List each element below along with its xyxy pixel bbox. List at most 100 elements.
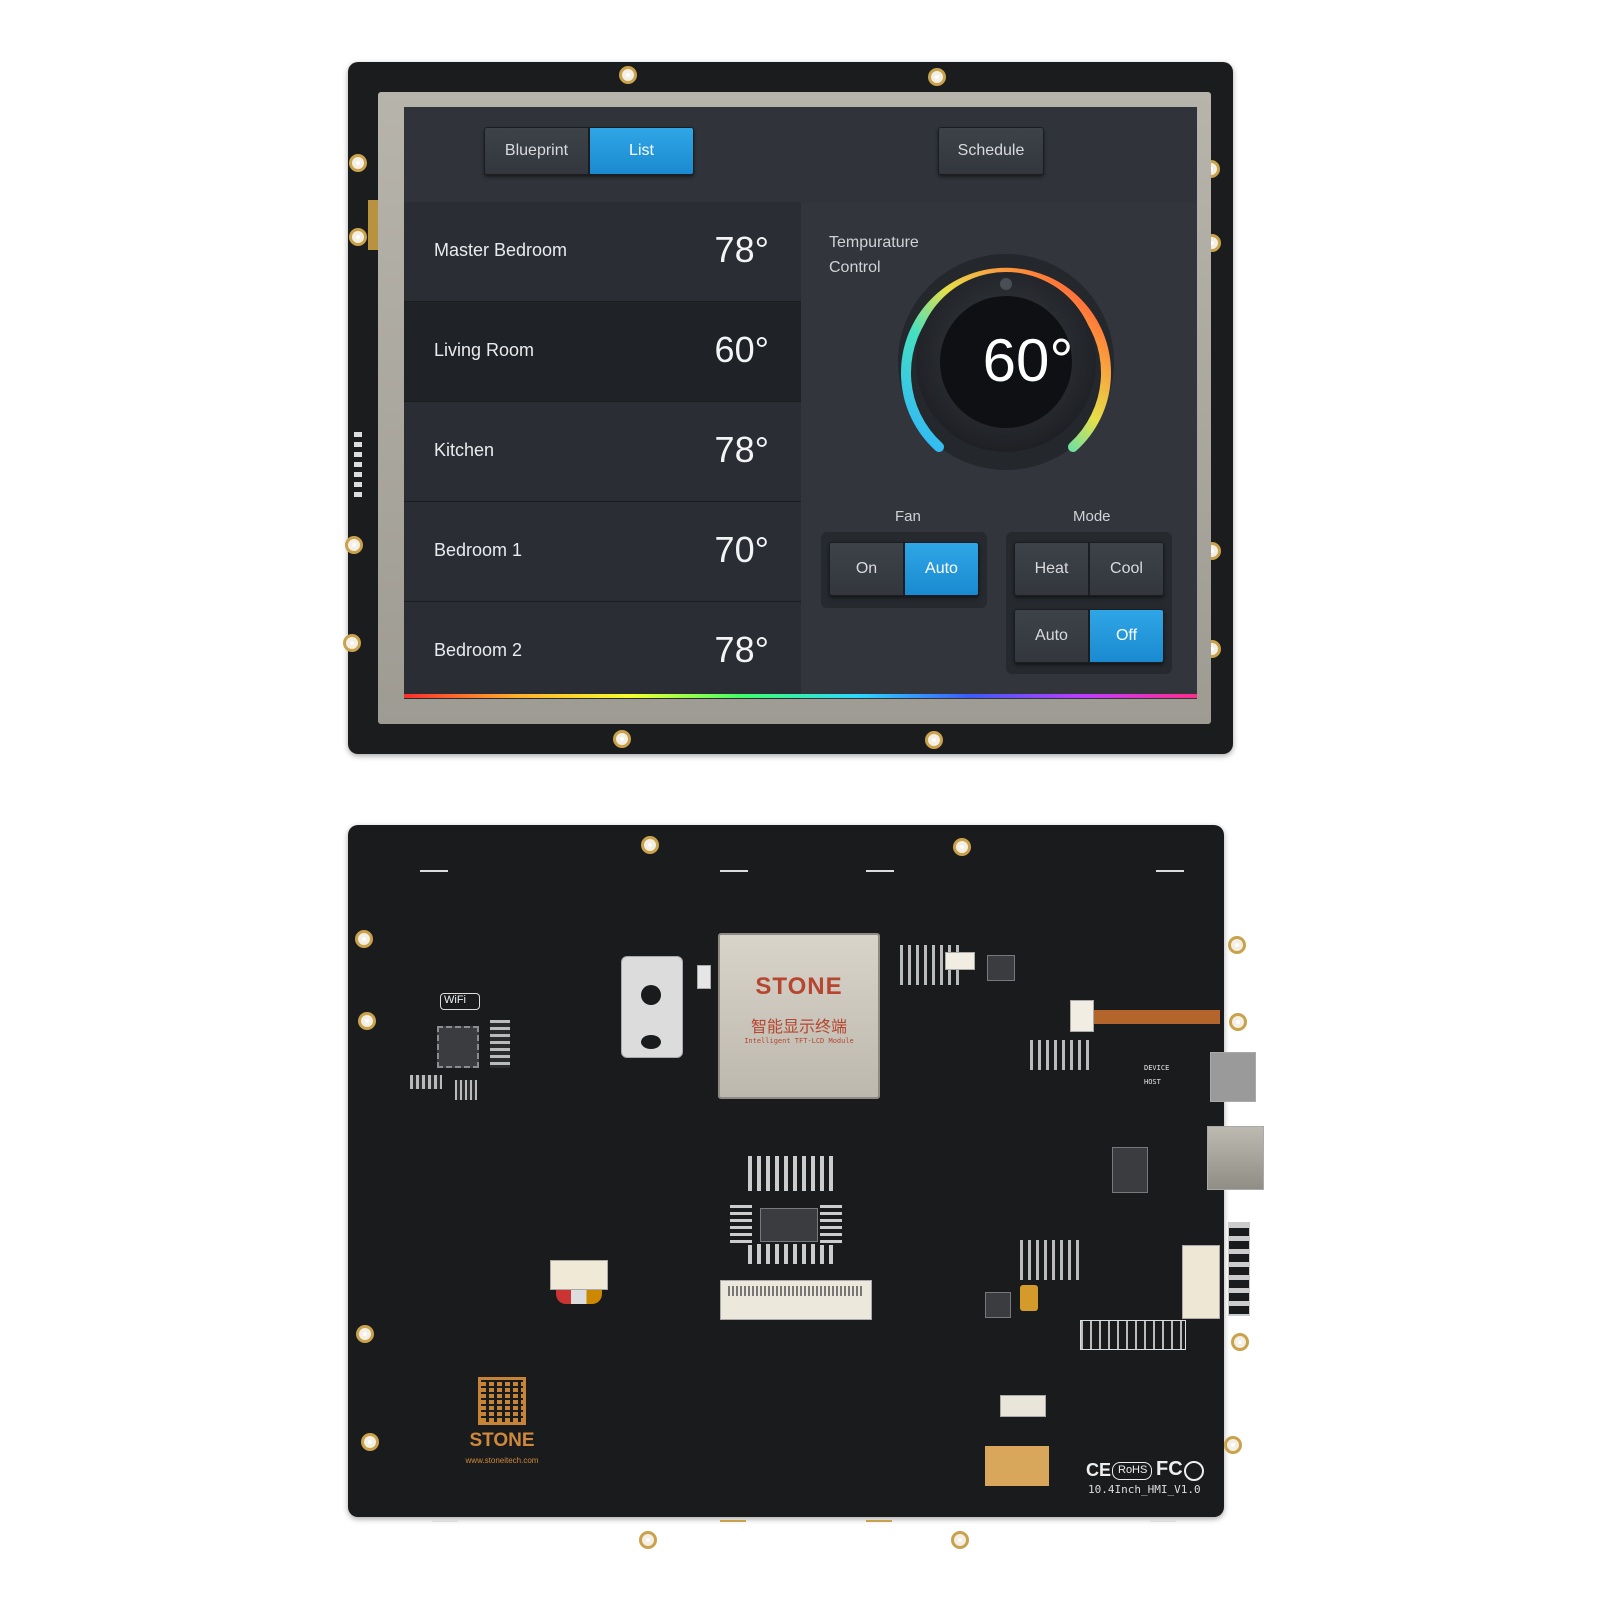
schedule-button[interactable]: Schedule bbox=[938, 127, 1044, 175]
chip-chinese-label: 智能显示终端 bbox=[750, 1017, 847, 1036]
mounting-hole-icon bbox=[361, 1433, 379, 1451]
smd-cluster bbox=[1080, 1320, 1186, 1350]
connector-wires bbox=[556, 1290, 602, 1304]
mode-cool-button[interactable]: Cool bbox=[1089, 542, 1164, 596]
room-temperature: 78° bbox=[714, 229, 769, 270]
usb-port bbox=[1210, 1052, 1256, 1102]
model-label: 10.4Inch_HMI_V1.0 bbox=[1088, 1483, 1201, 1496]
mounting-hole-icon bbox=[1231, 1333, 1249, 1351]
fpc-pins bbox=[728, 1286, 862, 1296]
test-header bbox=[1000, 1395, 1046, 1417]
dial-knob-inner bbox=[940, 296, 1072, 428]
corner-mark bbox=[1150, 1520, 1176, 1522]
mounting-hole-icon bbox=[356, 1325, 374, 1343]
website-text: www.stoneitech.com bbox=[465, 1456, 539, 1465]
tab-list[interactable]: List bbox=[589, 127, 694, 175]
list-item[interactable]: Bedroom 1 70° bbox=[404, 502, 801, 602]
chip-english-label: Intelligent TFT-LCD Module bbox=[744, 1037, 854, 1045]
side-pin bbox=[354, 432, 362, 502]
temperature-control-label-line1: Tempurature bbox=[829, 234, 919, 251]
room-name: Bedroom 1 bbox=[434, 540, 523, 560]
room-temperature: 70° bbox=[714, 529, 769, 570]
room-name: Living Room bbox=[434, 340, 535, 360]
mode-toggle-row2: Auto Off bbox=[1014, 609, 1164, 663]
corner-mark bbox=[720, 1520, 746, 1522]
screen-edge-glow bbox=[404, 694, 1197, 698]
mounting-hole-icon bbox=[928, 68, 946, 86]
fan-on-button[interactable]: On bbox=[829, 542, 904, 596]
mode-auto-button[interactable]: Auto bbox=[1014, 609, 1089, 663]
room-temperature: 78° bbox=[714, 629, 769, 670]
mounting-hole-icon bbox=[925, 731, 943, 749]
fan-auto-button[interactable]: Auto bbox=[904, 542, 979, 596]
list-item[interactable]: Living Room 60° bbox=[404, 302, 801, 402]
ic-row bbox=[748, 1244, 836, 1264]
serial-chip bbox=[1112, 1147, 1148, 1193]
regulator-chip bbox=[985, 1292, 1011, 1318]
uart-connector bbox=[1182, 1245, 1220, 1319]
resistor-array bbox=[410, 1075, 442, 1089]
fan-label: Fan bbox=[895, 508, 921, 525]
mounting-hole-icon bbox=[345, 536, 363, 554]
crystal bbox=[945, 952, 975, 970]
fan-toggle: On Auto bbox=[829, 542, 979, 596]
usb-port-large bbox=[1207, 1126, 1264, 1190]
resistor-array bbox=[490, 1020, 510, 1068]
mode-heat-button[interactable]: Heat bbox=[1014, 542, 1089, 596]
mode-toggle-row1: Heat Cool bbox=[1014, 542, 1164, 596]
inductor-chip bbox=[987, 955, 1015, 981]
mounting-hole-icon bbox=[355, 930, 373, 948]
mounting-hole-icon bbox=[619, 66, 637, 84]
inductor bbox=[1020, 1285, 1038, 1311]
device-label: DEVICE bbox=[1144, 1064, 1170, 1072]
temperature-dial[interactable] bbox=[891, 222, 1121, 502]
room-name: Kitchen bbox=[434, 440, 495, 460]
tab-blueprint[interactable]: Blueprint bbox=[484, 127, 589, 175]
mounting-hole-icon bbox=[1229, 1013, 1247, 1031]
mounting-hole-icon bbox=[953, 838, 971, 856]
ribbon-clip bbox=[1070, 1000, 1094, 1032]
mode-off-button[interactable]: Off bbox=[1089, 609, 1164, 663]
resistor-array bbox=[455, 1080, 477, 1100]
lcd-screen: Blueprint List Schedule Master Bedroom 7… bbox=[404, 107, 1197, 699]
mounting-hole-icon bbox=[1228, 936, 1246, 954]
wifi-label: WiFi bbox=[444, 994, 466, 1006]
smd-cluster bbox=[1030, 1040, 1090, 1070]
wifi-badge: WiFi bbox=[440, 993, 480, 1010]
room-temperature: 78° bbox=[714, 429, 769, 470]
room-name: Master Bedroom bbox=[434, 240, 568, 260]
host-label: HOST bbox=[1144, 1078, 1161, 1086]
view-toggle: Blueprint List bbox=[484, 127, 694, 175]
battery-clip bbox=[641, 1035, 661, 1049]
list-item[interactable]: Master Bedroom 78° bbox=[404, 202, 801, 302]
corner-mark bbox=[1156, 870, 1184, 872]
pb-free-icon bbox=[1184, 1461, 1204, 1481]
side-pin-header bbox=[1228, 1222, 1250, 1316]
gold-ground-pad bbox=[985, 1446, 1049, 1486]
rohs-label: RoHS bbox=[1118, 1464, 1148, 1476]
mounting-hole-icon bbox=[639, 1531, 657, 1549]
mounting-hole-icon bbox=[349, 228, 367, 246]
side-connector bbox=[368, 200, 380, 250]
battery-clip bbox=[641, 985, 661, 1005]
ic-row bbox=[748, 1156, 836, 1191]
mode-label: Mode bbox=[1073, 508, 1111, 525]
rohs-badge: RoHS bbox=[1112, 1462, 1152, 1480]
jst-connector bbox=[550, 1260, 608, 1290]
mounting-hole-icon bbox=[358, 1012, 376, 1030]
corner-mark bbox=[866, 1520, 892, 1522]
mounting-hole-icon bbox=[641, 836, 659, 854]
room-list: Master Bedroom 78° Living Room 60° Kitch… bbox=[404, 202, 801, 699]
qr-code-grid bbox=[481, 1380, 523, 1422]
ribbon-cable bbox=[1090, 1010, 1220, 1024]
chip-brand: STONE bbox=[755, 973, 843, 1000]
fcc-mark-icon: FC bbox=[1156, 1458, 1183, 1480]
room-temperature: 60° bbox=[714, 329, 769, 370]
schedule-group: Schedule bbox=[938, 127, 1044, 175]
corner-mark bbox=[720, 870, 748, 872]
list-item[interactable]: Bedroom 2 78° bbox=[404, 602, 801, 699]
mounting-hole-icon bbox=[951, 1531, 969, 1549]
list-item[interactable]: Kitchen 78° bbox=[404, 402, 801, 502]
top-bar: Blueprint List Schedule bbox=[404, 107, 1197, 203]
mounting-hole-icon bbox=[349, 154, 367, 172]
